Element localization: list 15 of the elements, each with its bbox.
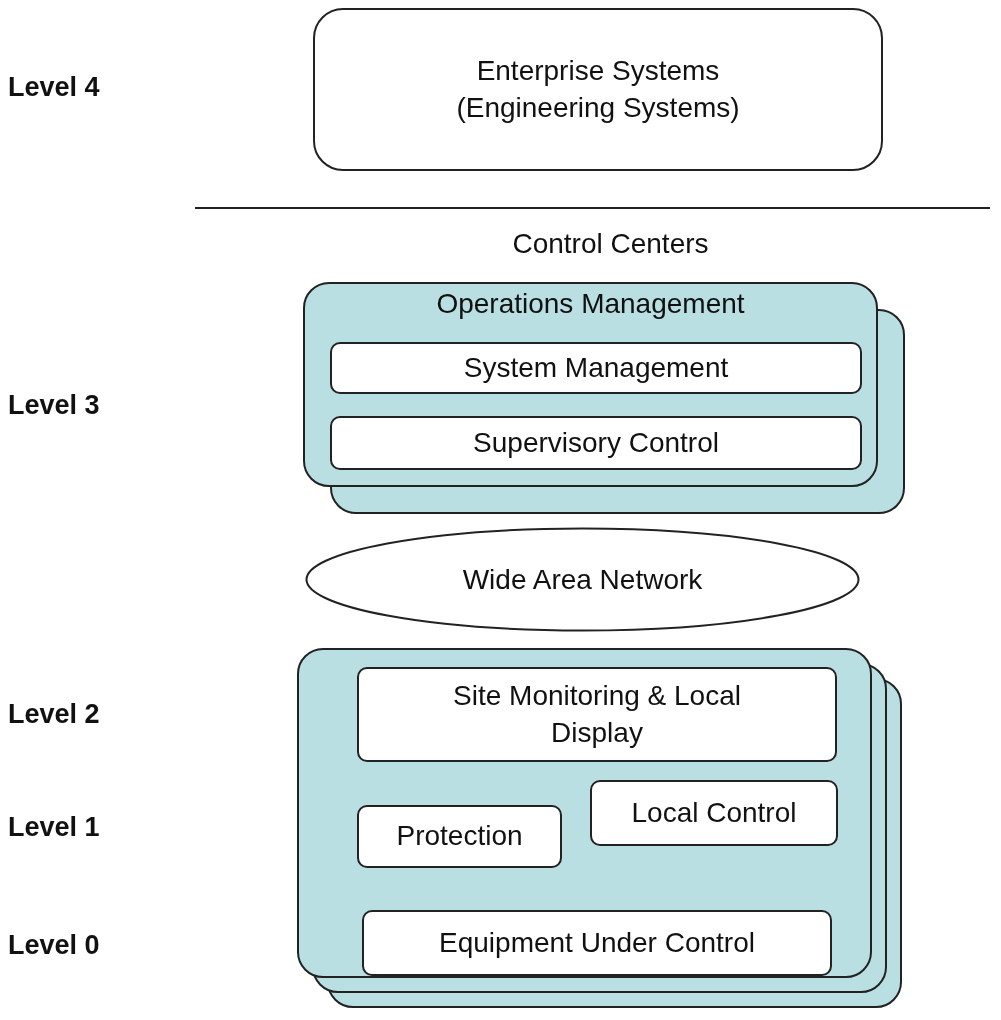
- level-label: Level 3: [8, 390, 100, 421]
- process-box: Equipment Under Control: [362, 910, 832, 976]
- process-box: Local Control: [590, 780, 838, 846]
- process-box: Protection: [357, 805, 562, 868]
- process-box: System Management: [330, 342, 862, 394]
- level-label: Level 0: [8, 930, 100, 961]
- process-box: Supervisory Control: [330, 416, 862, 470]
- process-box: Site Monitoring & Local Display: [357, 667, 837, 762]
- level-label: Level 4: [8, 72, 100, 103]
- level-label: Level 2: [8, 699, 100, 730]
- group-heading: Operations Management: [435, 288, 746, 320]
- level-label: Level 1: [8, 812, 100, 843]
- network-ellipse: Wide Area Network: [305, 527, 860, 632]
- process-box: Enterprise Systems (Engineering Systems): [313, 8, 883, 171]
- group-title: Control Centers: [511, 228, 710, 260]
